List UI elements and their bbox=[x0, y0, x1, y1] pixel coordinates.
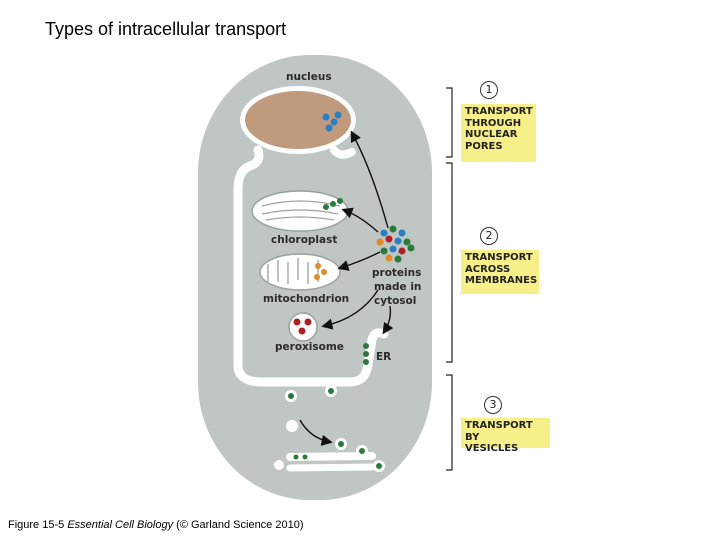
chloroplast bbox=[251, 190, 349, 232]
chloroplast-label: chloroplast bbox=[271, 234, 337, 246]
er-label: ER bbox=[376, 351, 391, 363]
peroxisome bbox=[288, 312, 318, 342]
arrow-to-mitochondrion bbox=[337, 251, 381, 271]
peroxisome-label: peroxisome bbox=[275, 341, 344, 353]
figure-caption: Figure 15-5 Essential Cell Biology (© Ga… bbox=[8, 519, 304, 531]
cytosol-protein-cluster bbox=[376, 225, 415, 263]
mitochondrion bbox=[259, 253, 341, 291]
step-2-number: 2 bbox=[480, 227, 498, 245]
arrow-to-er bbox=[382, 305, 394, 335]
caption-book: Essential Cell Biology bbox=[67, 519, 174, 531]
proteins-label-line3: cytosol bbox=[374, 295, 416, 307]
slide-title: Types of intracellular transport bbox=[45, 19, 287, 39]
mitochondrion-label: mitochondrion bbox=[263, 293, 349, 305]
caption-prefix: Figure 15-5 bbox=[8, 519, 68, 531]
bracket-2 bbox=[446, 162, 453, 363]
nucleus-label: nucleus bbox=[286, 71, 332, 83]
vesicles bbox=[274, 385, 385, 472]
arrow-to-peroxisome bbox=[321, 289, 379, 330]
proteins-label-line2: made in bbox=[374, 281, 421, 293]
step-3-number: 3 bbox=[484, 396, 502, 414]
bracket-3 bbox=[446, 374, 453, 471]
step-1-label: TRANSPORT THROUGH NUCLEAR PORES bbox=[461, 104, 536, 162]
er-network bbox=[233, 145, 389, 387]
arrow-vesicle bbox=[299, 419, 333, 446]
arrow-to-chloroplast bbox=[341, 207, 379, 233]
proteins-label-line1: proteins bbox=[372, 267, 421, 279]
bracket-1 bbox=[446, 87, 453, 158]
arrow-to-nucleus bbox=[350, 130, 389, 229]
step-3-label: TRANSPORT BY VESICLES bbox=[461, 418, 550, 454]
caption-suffix: (© Garland Science 2010) bbox=[173, 519, 304, 531]
step-2-label: TRANSPORT ACROSS MEMBRANES bbox=[461, 250, 539, 294]
nucleus bbox=[245, 91, 351, 149]
step-1-number: 1 bbox=[480, 81, 498, 99]
